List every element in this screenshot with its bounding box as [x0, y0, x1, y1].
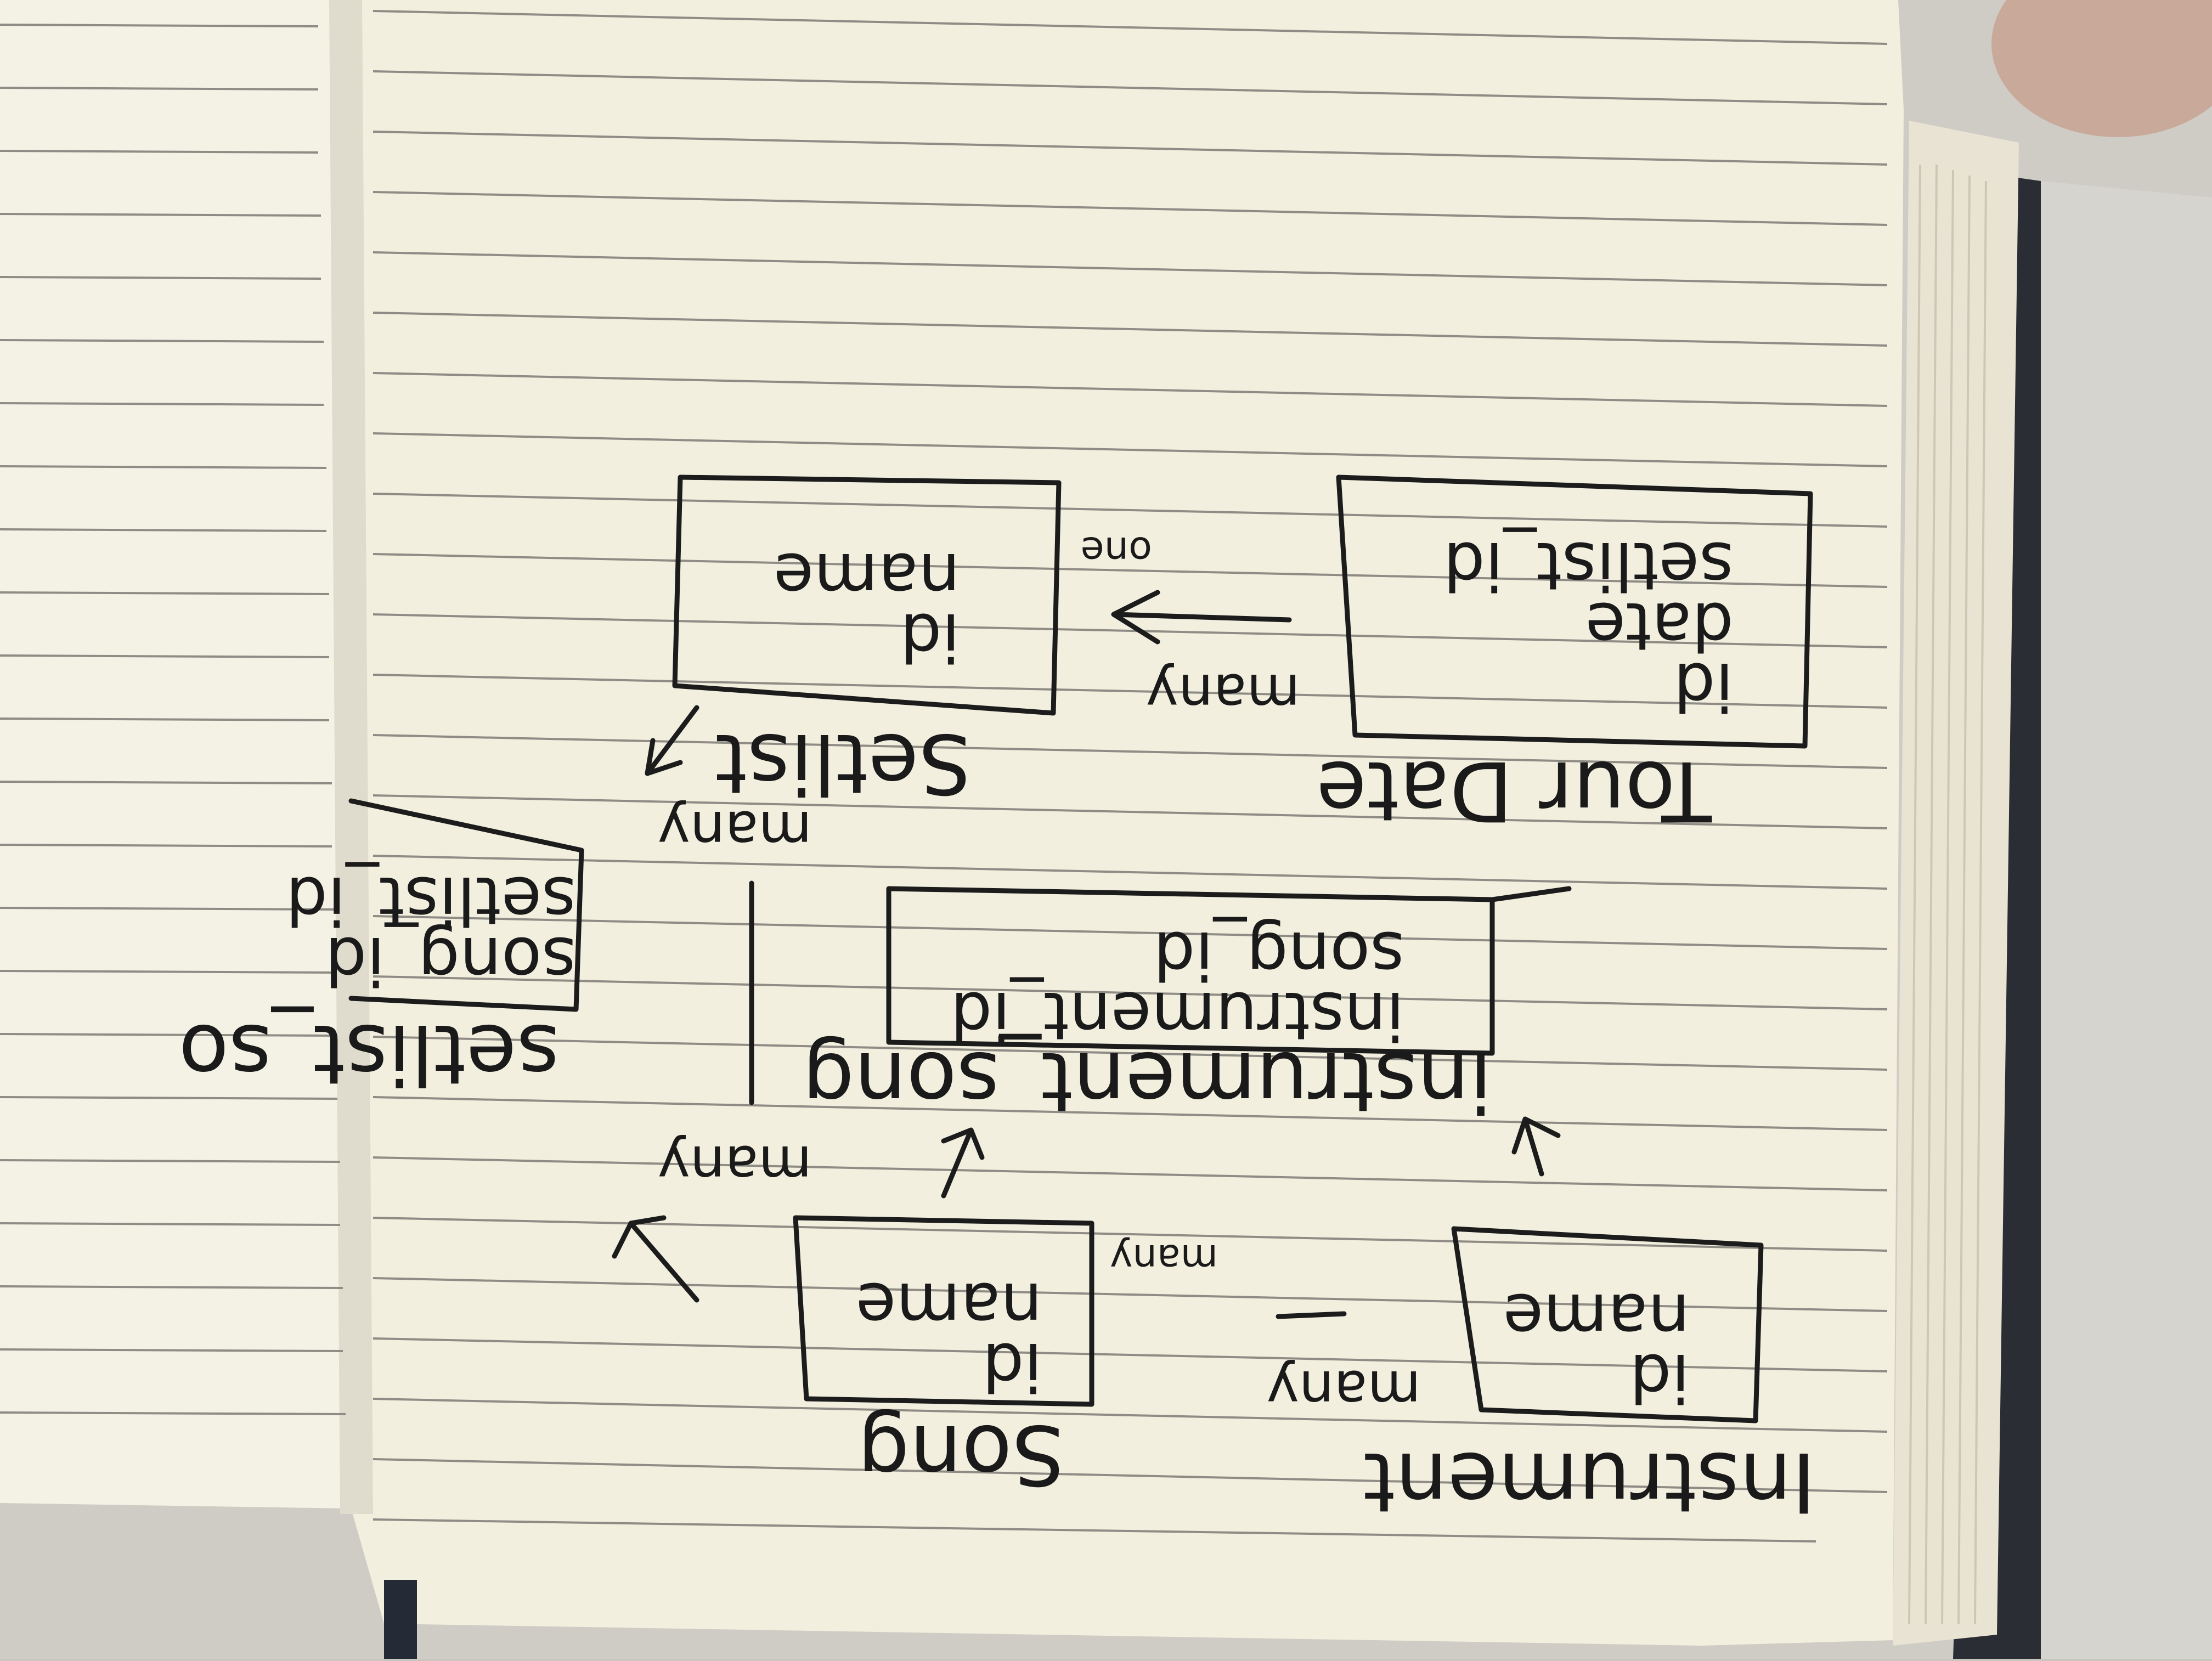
song-field-0: id [982, 1328, 1042, 1404]
tour-date-box [1336, 474, 1813, 749]
bookmark-ribbon [384, 1580, 417, 1659]
tour-date-field-0: id [1673, 648, 1734, 724]
instrument-title: Instrument [1363, 1434, 1816, 1529]
setlist-song-box [348, 798, 584, 1012]
instrument-song-top-line [1489, 886, 1572, 902]
instrument-song-field-1: song_id [1153, 917, 1404, 993]
left-page [0, 0, 351, 1509]
tour-date-field-2: setlist_id [1443, 527, 1734, 603]
table-surface [2041, 181, 2212, 1659]
setlist-box [672, 474, 1062, 716]
tour-one-label: one [1081, 528, 1152, 573]
instrument-to-isong-arrow [1511, 1116, 1561, 1177]
setlist-arrow [645, 705, 699, 776]
instrument-field-1: name [1503, 1279, 1690, 1355]
page-stack-edge [1893, 121, 2019, 1646]
setlist-song-field-0: song_id [325, 922, 576, 998]
song-instrument-link [1276, 1311, 1347, 1319]
setlist-song-title: setlist_so [179, 1006, 560, 1101]
instrument-many-label: many [1267, 1358, 1421, 1422]
instrument-song-title: instrument_song [802, 1033, 1492, 1129]
setlist-title: Setlist [715, 715, 971, 811]
page-gutter [329, 0, 373, 1514]
tour-many-label: many [1146, 662, 1300, 726]
song-to-setlist-arrow [612, 1215, 699, 1303]
song-many-label: many [1110, 1236, 1218, 1281]
song-to-isong-arrow [941, 1127, 985, 1199]
setlist-field-0: id [900, 598, 960, 675]
instrument-field-0: id [1629, 1339, 1690, 1415]
setlist-field-1: name [774, 538, 960, 614]
tour-to-setlist-arrow [1111, 590, 1292, 645]
setlist-song-field-1: setlist_id [286, 862, 576, 938]
instrument-song-field-0: instrument_id [950, 977, 1404, 1053]
instrument-song-box [886, 886, 1495, 1056]
song-title: Song [857, 1406, 1064, 1502]
right-page-rules [373, 10, 1888, 1543]
tour-date-title: Tour Date [1316, 743, 1712, 838]
tour-date-field-1: date [1585, 587, 1734, 664]
setlist-many-label: many [658, 799, 812, 863]
song-to-isong-many-label: many [658, 1133, 812, 1197]
song-box [793, 1215, 1094, 1407]
left-page-rules [0, 24, 346, 1415]
page-stack-lines [1908, 164, 1987, 1624]
song-field-1: name [856, 1268, 1042, 1344]
finger [1991, 0, 2212, 137]
instrument-box [1451, 1226, 1764, 1423]
